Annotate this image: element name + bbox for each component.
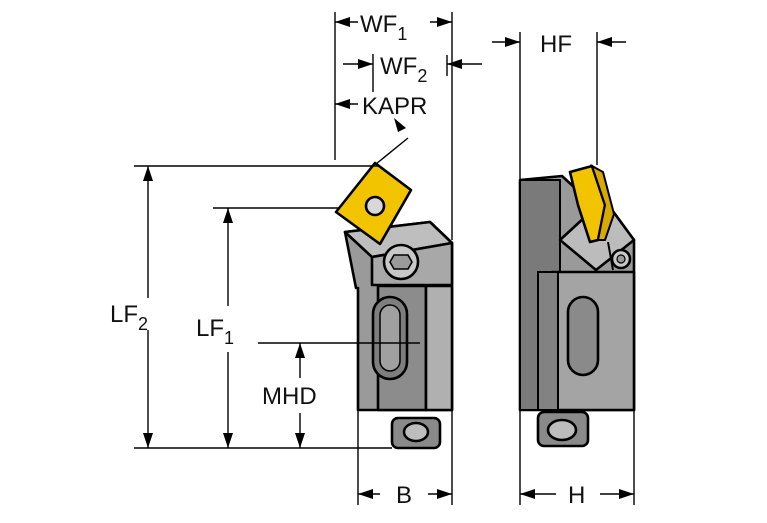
label-wf1: WF1 — [360, 11, 407, 44]
label-hf: HF — [540, 31, 572, 58]
label-kapr: KAPR — [362, 93, 427, 120]
label-lf2: LF2 — [110, 301, 148, 334]
label-mhd: MHD — [262, 383, 317, 410]
front-insert — [334, 161, 413, 246]
label-b: B — [396, 482, 412, 509]
dimension-lines — [134, 12, 635, 505]
side-bottom-screw — [536, 410, 590, 448]
front-view — [334, 161, 454, 450]
label-wf2: WF2 — [380, 53, 427, 86]
side-insert — [568, 163, 616, 271]
label-h: H — [568, 482, 585, 509]
front-shank-body — [343, 220, 454, 412]
side-shank-body — [518, 174, 636, 412]
label-lf1: LF1 — [196, 315, 234, 348]
front-bottom-screw — [390, 416, 442, 450]
side-view — [518, 163, 636, 448]
